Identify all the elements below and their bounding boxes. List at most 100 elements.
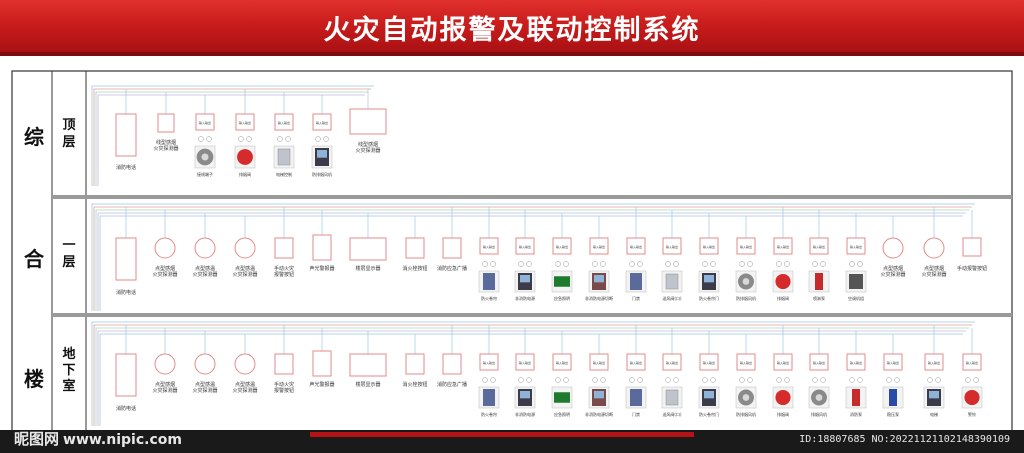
fire-phone-symbol [115,237,137,281]
floor-label-char: 地 [62,346,75,362]
button-symbol [274,353,294,375]
module-tag: 输入输出 [850,244,862,249]
floor-divider [52,313,1012,317]
module-led [820,261,826,267]
module-led [600,261,606,267]
module-tag: 输入输出 [239,120,251,125]
bus-line [95,91,368,186]
device-label: 点型感烟火灾探测器 [152,265,177,278]
io-module [195,113,215,131]
bus-line [91,203,975,311]
device-label: 消防电话 [116,164,136,171]
device-photo-shutter [698,270,720,293]
door-shape [483,389,495,406]
module-tag: 输入输出 [813,244,825,249]
io-module [699,237,719,255]
watermark-brand: 昵图网 [14,430,60,448]
module-led [710,377,716,383]
io-module [846,237,866,255]
floor-label-char: 顶 [62,118,75,133]
panel-screen [704,391,714,399]
header-banner: 火灾自动报警及联动控制系统 [0,0,1024,56]
module-led [886,377,892,383]
module-tag: 输入输出 [483,244,495,249]
pump-shape [889,389,897,406]
module-led [747,261,753,267]
module-tag: 输入输出 [483,360,495,365]
floor-label-char: 一 [62,238,75,253]
point-detector-symbol [194,237,216,259]
module-led [555,377,561,383]
fire-phone-symbol [115,353,137,397]
io-module [773,237,793,255]
module-led [776,377,782,383]
button-symbol [405,353,425,375]
red-device-shape [775,273,791,290]
module-led [857,377,863,383]
module-tag: 输入输出 [593,244,605,249]
module-led [812,261,818,267]
device-photo-box [661,386,683,409]
exit-sign-shape [554,392,570,403]
device-label: 消防泵 [850,411,862,417]
module-tag: 输入输出 [630,244,642,249]
device-photo-pump [845,386,867,409]
device-label: 消火栓按钮 [402,381,427,388]
module-tag: 输入输出 [316,120,328,125]
device-label: 点型感烟火灾探测器 [921,265,946,278]
io-module [699,353,719,371]
device-label: 非消防电源 [515,411,535,417]
door-shape [483,273,495,290]
device-label: 门禁 [632,295,640,301]
io-module [552,237,572,255]
device-label: 防排烟风机 [736,411,756,417]
alarm-symbol [312,350,332,377]
module-led [812,377,818,383]
module-tag: 输入输出 [593,360,605,365]
module-tag: 输入输出 [519,244,531,249]
device-photo-door2 [625,386,647,409]
device-photo-fan [735,386,757,409]
io-module [846,353,866,371]
box-shape [277,148,291,166]
footer-accent [310,432,694,437]
panel-screen [929,391,939,399]
alarm-symbol [312,234,332,261]
device-photo-panel [923,386,945,409]
device-label: 线型感烟火灾探测器 [153,139,178,152]
fan-hub [742,394,750,401]
module-led [747,377,753,383]
bus-line [91,321,975,426]
door-shape [630,273,642,290]
device-label: 声光警报器 [309,381,334,388]
io-module [479,237,499,255]
device-label: 送风阀(口) [662,411,682,417]
device-label: 防排烟风机 [736,295,756,301]
io-module [626,353,646,371]
module-tag: 输入输出 [887,360,899,365]
device-photo-cabinet [588,270,610,293]
module-led [927,377,933,383]
io-module [773,353,793,371]
module-led [518,377,524,383]
module-led [323,136,329,142]
module-led [490,377,496,383]
module-led [555,261,561,267]
module-tag: 输入输出 [740,360,752,365]
device-photo-red [772,270,794,293]
pump-shape [852,389,860,406]
module-led [739,261,745,267]
bus-line [95,327,969,426]
device-label: 防火卷帘 [481,295,497,301]
floor-divider [52,195,1012,199]
point-detector-symbol [234,353,256,375]
device-label: 手动火灾报警按钮 [274,381,294,394]
building-label-char: 合 [24,247,45,271]
device-label: 点型感温火灾探测器 [192,265,217,278]
io-module [589,353,609,371]
device-label: 电梯 [930,411,938,417]
device-label: 接线端子 [197,171,213,177]
floor-label-char: 下 [62,363,75,378]
module-led [526,377,532,383]
